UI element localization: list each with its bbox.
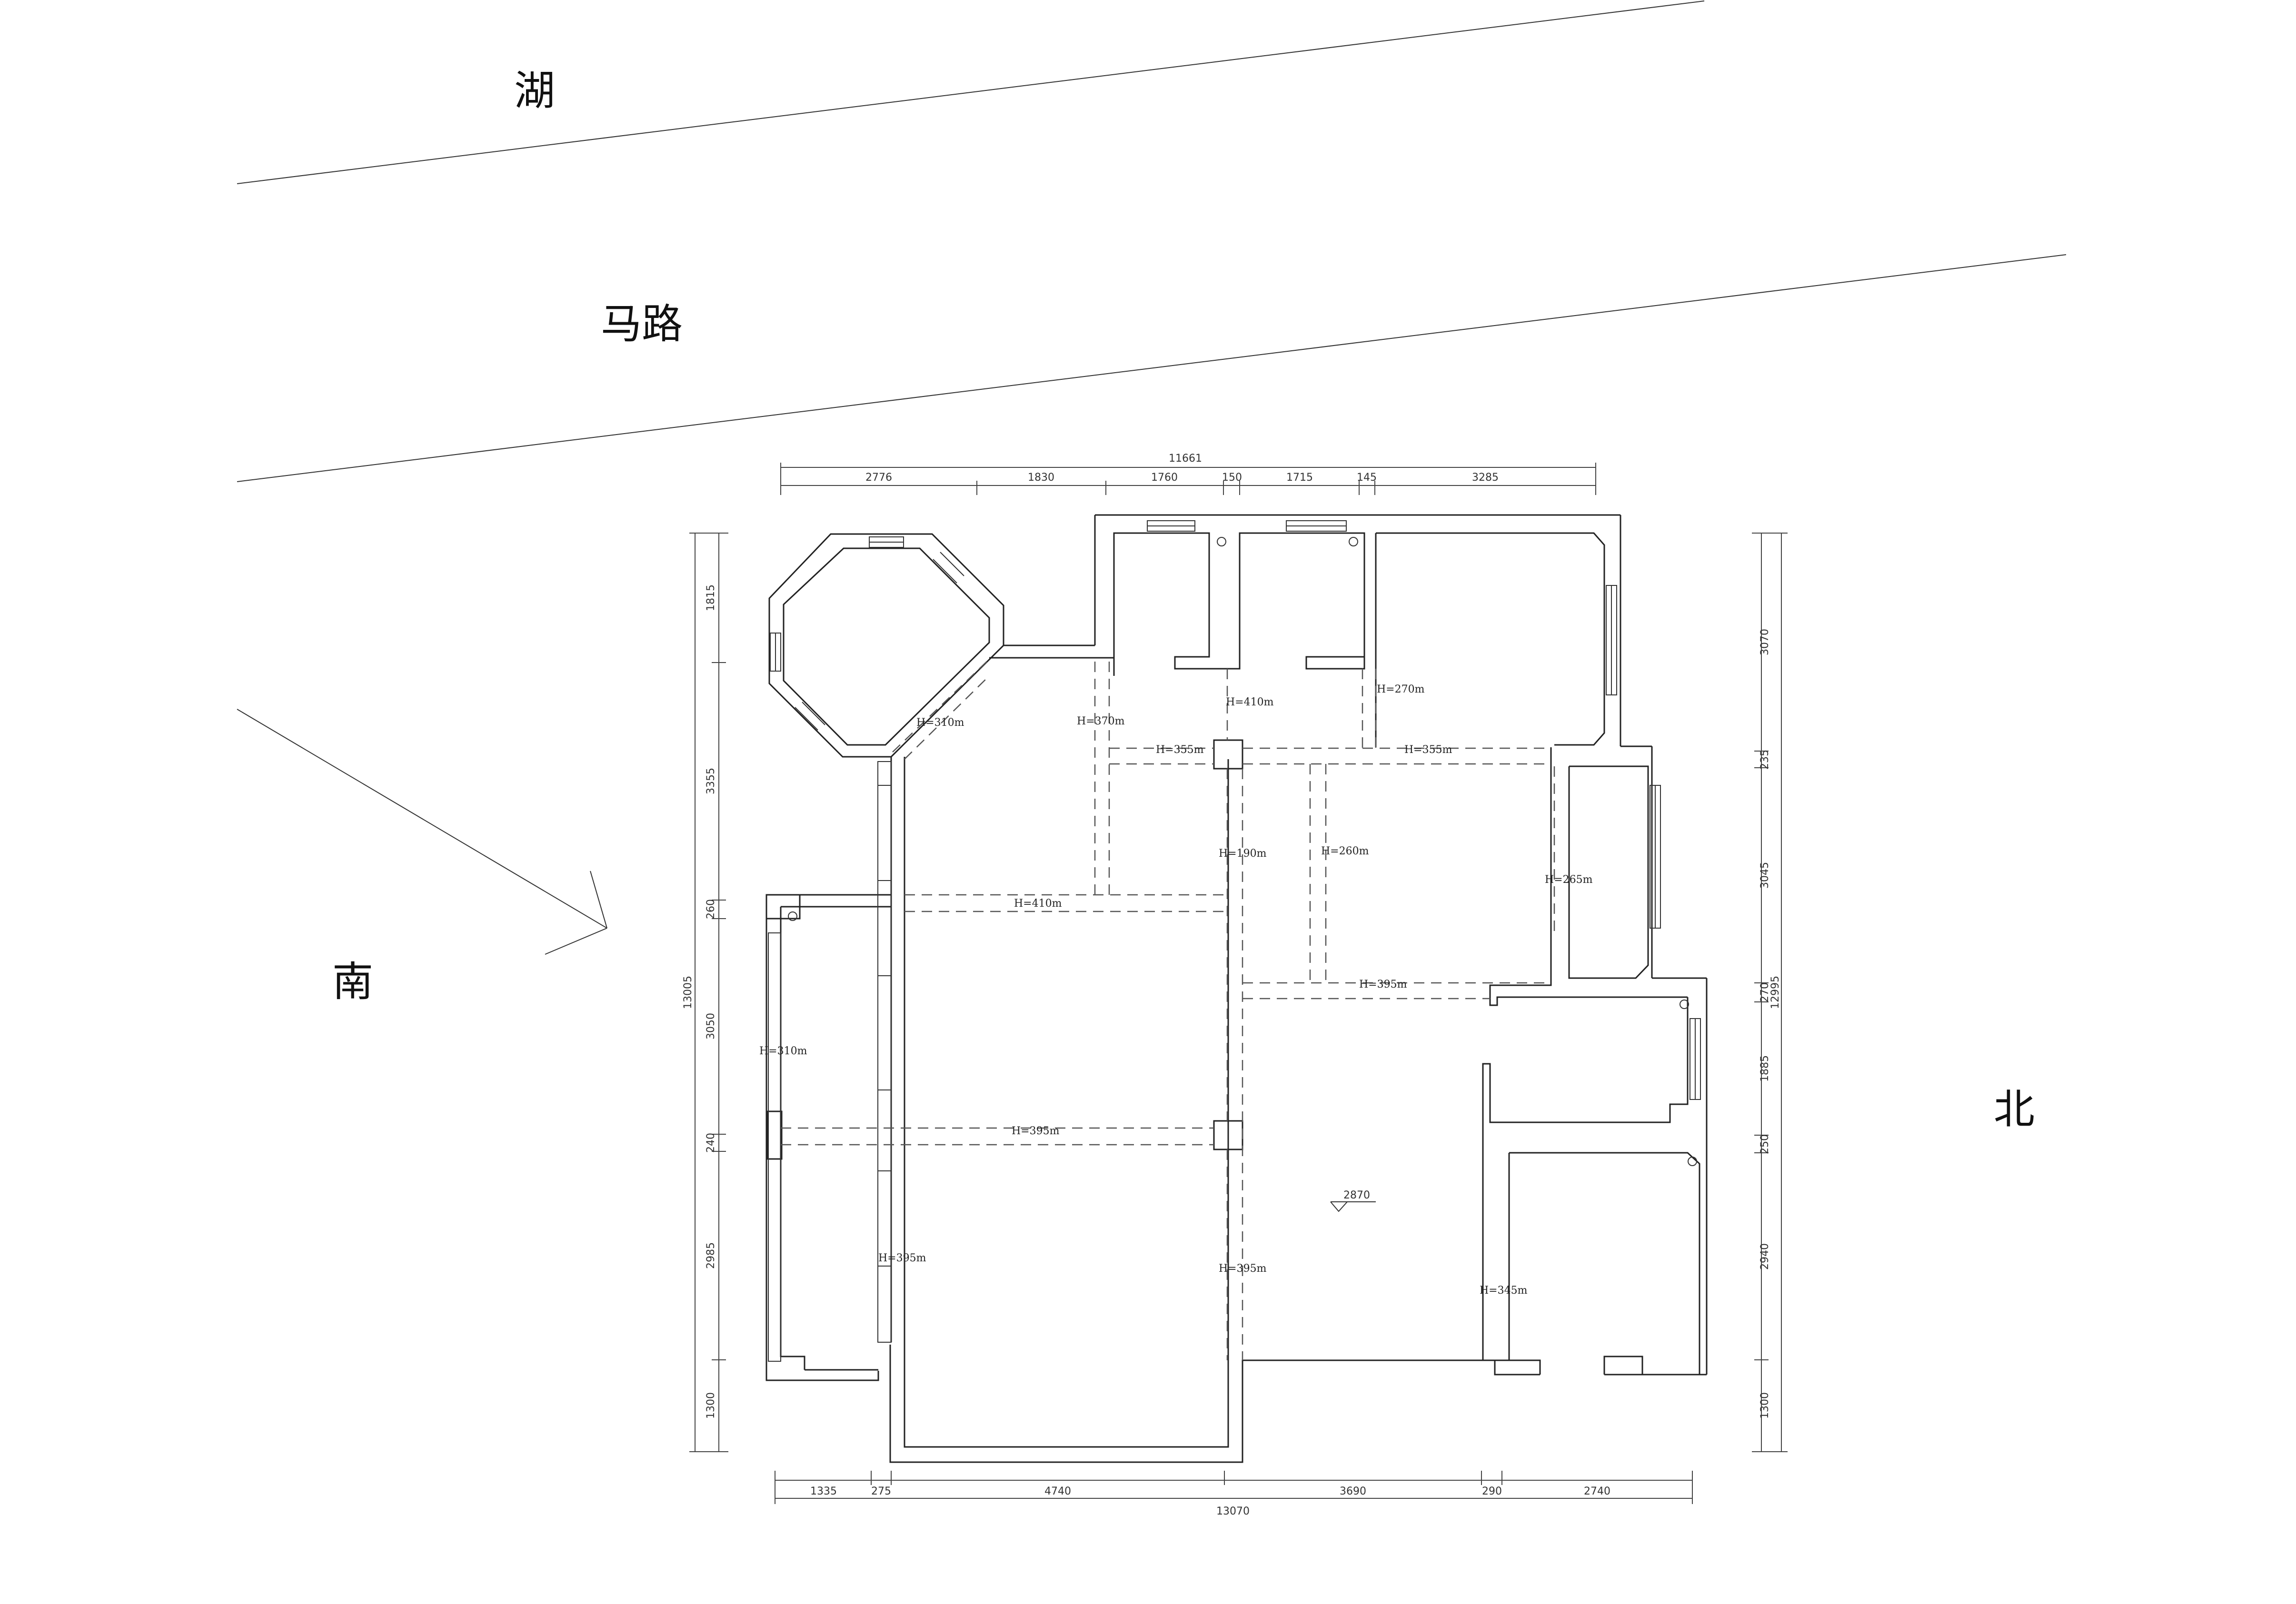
dim-top-total: 11661 — [1169, 453, 1202, 465]
road-label: 马路 — [601, 300, 683, 348]
dim-bottom-0: 1335 — [810, 1485, 837, 1497]
dim-right-1: 235 — [1759, 750, 1771, 770]
level-mark-value: 2870 — [1343, 1189, 1370, 1201]
beam-height-16: H=345m — [1480, 1285, 1528, 1297]
dim-bottom-total: 13070 — [1216, 1505, 1250, 1517]
dim-right-6: 2940 — [1759, 1243, 1771, 1270]
dim-bottom-3: 3690 — [1340, 1485, 1366, 1497]
dim-right-2: 3045 — [1759, 862, 1771, 889]
beam-height-15: H=395m — [1219, 1263, 1267, 1275]
dimension-top: 11661 2776 1830 1760 150 1715 145 3285 — [780, 453, 1596, 495]
lake-edge-line — [237, 0, 1705, 184]
dim-left-3: 3050 — [705, 1013, 717, 1040]
beam-height-11: H=395m — [1359, 979, 1407, 990]
dim-left-6: 1300 — [705, 1392, 717, 1419]
dim-right-4: 1885 — [1759, 1055, 1771, 1082]
dim-bottom-1: 275 — [871, 1485, 891, 1497]
dimension-bottom: 1335 275 4740 3690 290 2740 13070 — [775, 1471, 1693, 1517]
dim-left-1: 3355 — [705, 768, 717, 794]
dim-right-0: 3070 — [1759, 629, 1771, 655]
road-edge-line — [237, 254, 2067, 482]
octagon-inner-wall — [783, 547, 990, 746]
dim-left-2: 260 — [705, 899, 717, 919]
dim-right-total: 12995 — [1769, 976, 1781, 1009]
dim-bottom-5: 2740 — [1584, 1485, 1610, 1497]
dim-right-5: 250 — [1759, 1134, 1771, 1154]
dim-bottom-4: 290 — [1482, 1485, 1502, 1497]
octagon-outer-wall — [768, 533, 1004, 758]
dimension-left: 13005 1815 3355 260 3050 240 2985 1300 — [682, 533, 728, 1452]
dim-left-5: 2985 — [705, 1242, 717, 1269]
beam-height-labels: H=310m H=370m H=410m H=270m H=355m H=355… — [759, 683, 1593, 1297]
dim-left-4: 240 — [705, 1133, 717, 1153]
dim-bottom-2: 4740 — [1044, 1485, 1071, 1497]
beam-height-12: H=310m — [759, 1045, 807, 1057]
site-context: 湖 马路 南 北 — [237, 0, 2067, 1133]
level-mark: 2870 — [1330, 1189, 1376, 1212]
dim-top-0: 2776 — [865, 472, 892, 484]
dim-top-4: 1715 — [1286, 472, 1313, 484]
dim-top-6: 3285 — [1472, 472, 1499, 484]
beam-height-4: H=270m — [1377, 683, 1425, 695]
lake-label: 湖 — [514, 67, 555, 115]
dim-left-0: 1815 — [705, 584, 717, 611]
dim-left-total: 13005 — [682, 976, 694, 1009]
beam-height-8: H=190m — [1219, 848, 1267, 860]
beam-height-7: H=410m — [1014, 898, 1062, 910]
beam-height-3: H=410m — [1226, 696, 1274, 708]
beam-height-9: H=260m — [1321, 845, 1369, 857]
walls — [765, 514, 1708, 1463]
south-label: 南 — [332, 958, 373, 1006]
dim-top-3: 150 — [1222, 472, 1242, 484]
south-direction-arrow — [237, 709, 607, 955]
beam-height-10: H=265m — [1545, 874, 1593, 886]
dim-top-2: 1760 — [1151, 472, 1178, 484]
dim-right-3: 270 — [1759, 982, 1771, 1002]
dim-top-5: 145 — [1357, 472, 1377, 484]
dim-top-1: 1830 — [1028, 472, 1054, 484]
beam-height-13: H=395m — [1012, 1125, 1060, 1137]
beam-height-6: H=355m — [1404, 744, 1452, 756]
beam-height-1: H=310m — [916, 717, 964, 729]
beam-height-2: H=370m — [1077, 715, 1125, 727]
beam-height-14: H=395m — [878, 1252, 926, 1264]
dimension-right: 12995 3070 235 3045 270 1885 250 2940 13… — [1752, 533, 1788, 1452]
north-label: 北 — [1994, 1086, 2035, 1133]
dim-right-7: 1300 — [1759, 1392, 1771, 1419]
column-upper — [1213, 739, 1243, 770]
beams — [781, 659, 1555, 1360]
beam-height-5: H=355m — [1156, 744, 1204, 756]
